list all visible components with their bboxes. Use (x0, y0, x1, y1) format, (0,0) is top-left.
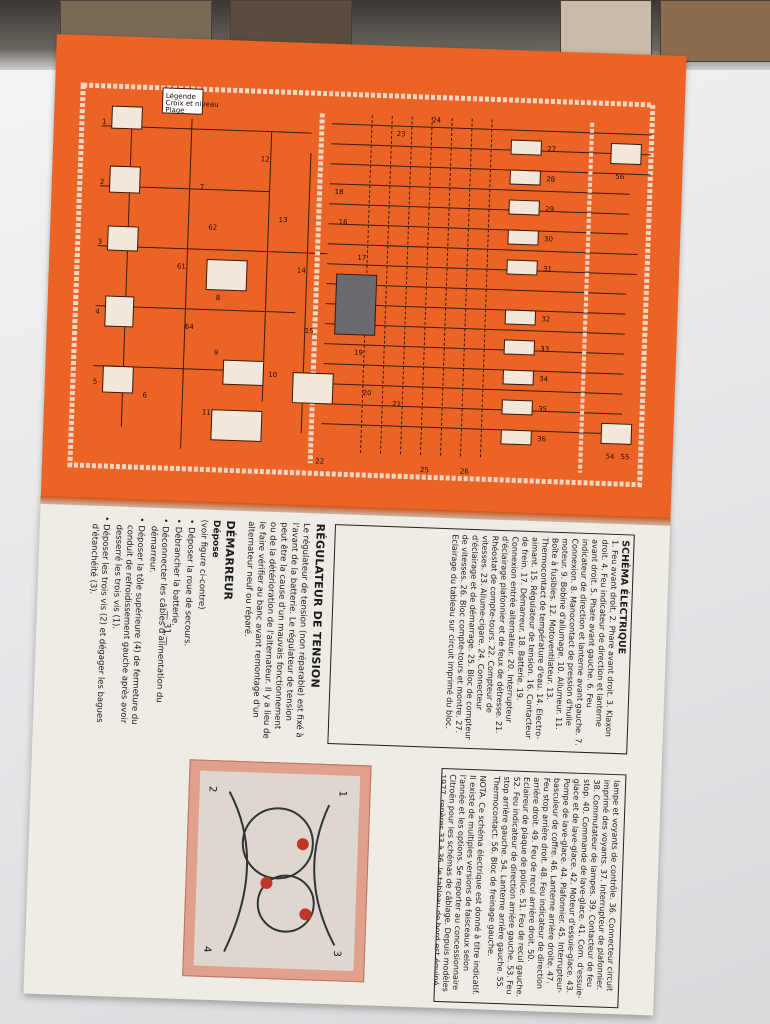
diagram-callout: 12 (261, 155, 270, 163)
diagram-callout: 33 (540, 345, 549, 353)
diagram-callout: 2 (100, 178, 105, 186)
diagram-callout: 7 (200, 183, 205, 191)
diagram-callout: 36 (537, 435, 547, 443)
diagram-legend-label: Légende (166, 92, 196, 101)
figure-callout: 4 (201, 946, 212, 953)
diagram-callout: 62 (208, 224, 217, 232)
diagram-legend-label: Plage (165, 106, 184, 115)
diagram-callout: 24 (432, 116, 442, 124)
diagram-callout: 11 (202, 408, 211, 416)
diagram-callout: 20 (362, 389, 371, 397)
diagram-callout: 14 (297, 267, 307, 275)
diagram-callout: 21 (392, 400, 401, 408)
regulateur-body: Le régulateur de tension (non réparable)… (242, 521, 312, 739)
diagram-callout: 35 (538, 405, 547, 413)
regulateur-title: RÉGULATEUR DE TENSION (308, 523, 328, 689)
diagram-callout: 25 (420, 466, 429, 474)
diagram-callout: 17 (357, 254, 366, 262)
diagram-callout: 5 (93, 378, 98, 386)
diagram-callout: 56 (615, 173, 625, 181)
starter-figure: 1 2 3 4 (182, 759, 372, 983)
open-manual: Légende Croix et niveau Plage 1 2 3 4 5 … (23, 34, 696, 1016)
diagram-callout: 3 (98, 238, 103, 246)
schema-legend-continued: lampe et voyants de contrôle. 36. Connec… (433, 767, 627, 1009)
diagram-callout: 55 (620, 453, 629, 461)
text-page: SCHÉMA ÉLECTRIQUE 1. Feu avant droit. 2.… (23, 503, 671, 1016)
diagram-callout: 27 (547, 145, 556, 153)
diagram-callout: 15 (305, 327, 314, 335)
step-item: Déposer la tôle supérieure (4) de fermet… (105, 516, 146, 737)
diagram-callout: 22 (315, 457, 324, 465)
diagram-callout: 1 (102, 118, 107, 126)
diagram-callout: 64 (185, 323, 195, 331)
diagram-callout: 31 (543, 265, 552, 273)
left-column: SCHÉMA ÉLECTRIQUE 1. Feu avant droit. 2.… (79, 515, 635, 755)
diagram-callout: 13 (278, 216, 287, 224)
schema-body-continued: lampe et voyants de contrôle. 36. Connec… (486, 775, 622, 999)
shelf-box (660, 0, 770, 62)
diagram-callout: 10 (268, 371, 277, 379)
diagram-callout: 29 (545, 205, 554, 213)
schema-legend: SCHÉMA ÉLECTRIQUE 1. Feu avant droit. 2.… (327, 524, 635, 755)
nota-text: NOTA. Ce schéma électrique est donné à t… (433, 773, 488, 995)
diagram-callout: 28 (546, 175, 555, 183)
diagram-callout: 30 (544, 235, 553, 243)
diagram-page: Légende Croix et niveau Plage 1 2 3 4 5 … (40, 34, 687, 526)
diagram-callout: 26 (460, 467, 470, 475)
rotated-text-block: SCHÉMA ÉLECTRIQUE 1. Feu avant droit. 2.… (59, 515, 635, 1009)
starter-illustration: 1 2 3 4 (201, 786, 348, 957)
diagram-callout: 34 (539, 375, 549, 383)
diagram-callout: 19 (354, 349, 363, 357)
diagram-callout: 6 (142, 391, 147, 399)
diagram-legend-label: Croix et niveau (165, 99, 218, 109)
figure-callout: 2 (207, 786, 218, 793)
figure-callout: 3 (331, 950, 342, 957)
diagram-callout: 32 (541, 315, 550, 323)
starter-photo: 1 2 3 4 (193, 770, 361, 972)
wiring-diagram: Légende Croix et niveau Plage 1 2 3 4 5 … (67, 82, 656, 488)
demarreur-title: DÉMARREUR (221, 520, 238, 601)
diagram-callout: 16 (338, 218, 348, 226)
diagram-callout: 9 (214, 349, 219, 357)
diagram-callout: 23 (397, 130, 406, 138)
figure-callout: 1 (337, 790, 348, 797)
diagram-callout: 61 (177, 262, 186, 270)
diagram-callout: 54 (605, 453, 615, 461)
diagram-callout: 8 (216, 294, 221, 302)
schema-body: 1. Feu avant droit. 2. Phare avant droit… (443, 534, 620, 746)
diagram-callout: 18 (334, 188, 343, 196)
diagram-callout: 4 (95, 308, 100, 316)
